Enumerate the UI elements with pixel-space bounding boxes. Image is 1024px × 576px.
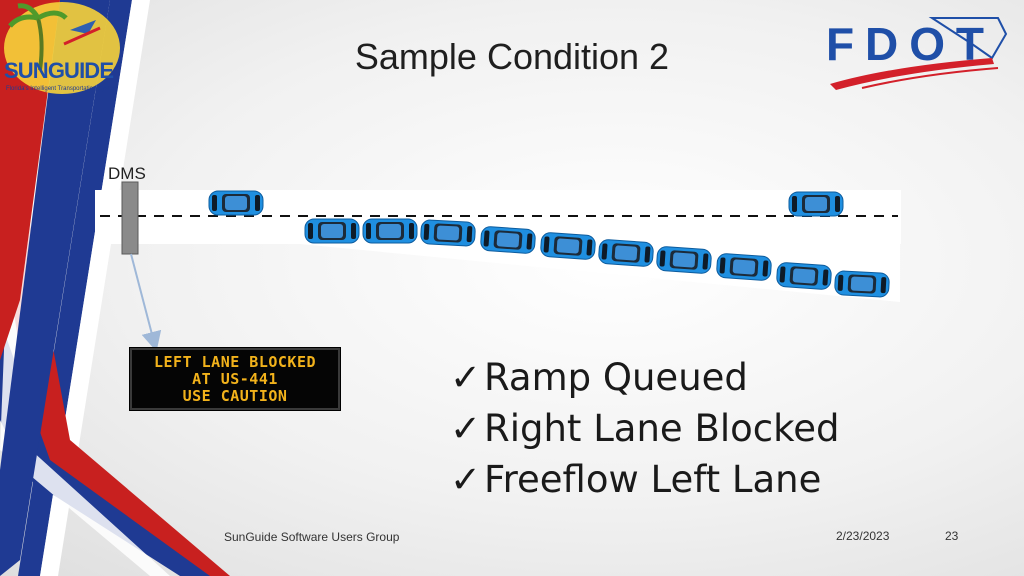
slide-title: Sample Condition 2	[354, 36, 670, 77]
condition-item: ✓Right Lane Blocked	[450, 403, 839, 454]
car-icon	[597, 238, 655, 268]
car-icon	[304, 218, 360, 244]
condition-list: ✓Ramp Queued ✓Right Lane Blocked ✓Freefl…	[450, 352, 839, 505]
dms-pole	[121, 181, 139, 255]
dms-pointer-arrow	[130, 253, 162, 352]
sunguide-logo-text: SUNGUIDE	[4, 58, 114, 83]
car-icon	[208, 190, 264, 216]
sunguide-tagline: Florida's Intelligent Transportation Sys…	[6, 86, 118, 92]
car-icon	[655, 245, 713, 275]
dms-label: DMS	[108, 164, 146, 183]
page-number: 23	[945, 529, 959, 543]
condition-item: ✓Ramp Queued	[450, 352, 839, 403]
condition-text: Right Lane Blocked	[484, 407, 840, 450]
dms-board: LEFT LANE BLOCKED AT US-441 USE CAUTION	[130, 348, 340, 410]
car-icon	[362, 218, 418, 244]
sunguide-logo: SUNGUIDE Florida's Intelligent Transport…	[4, 2, 120, 94]
fdot-logo: FDOT	[826, 17, 1008, 90]
dms-line-2: AT US-441	[192, 370, 278, 388]
car-icon	[833, 270, 891, 298]
check-icon: ✓	[450, 356, 482, 399]
car-icon	[539, 231, 597, 261]
footer-date: 2/23/2023	[836, 529, 890, 543]
dms-line-1: LEFT LANE BLOCKED	[153, 353, 317, 371]
condition-item: ✓Freeflow Left Lane	[450, 454, 839, 505]
car-icon	[419, 219, 477, 247]
check-icon: ✓	[450, 458, 482, 501]
check-icon: ✓	[450, 407, 482, 450]
condition-text: Freeflow Left Lane	[484, 458, 822, 501]
dms-line-3: USE CAUTION	[182, 387, 288, 405]
car-icon	[715, 252, 773, 282]
car-icon	[788, 191, 844, 217]
footer-text: SunGuide Software Users Group	[224, 530, 400, 544]
car-icon	[479, 225, 537, 255]
car-icon	[775, 261, 833, 291]
condition-text: Ramp Queued	[484, 356, 748, 399]
